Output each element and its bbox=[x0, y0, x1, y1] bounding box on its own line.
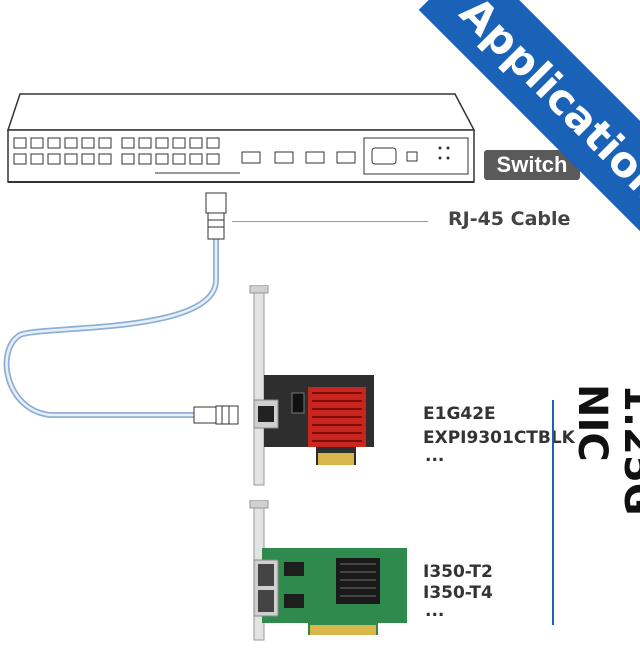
switch-port bbox=[30, 153, 44, 165]
network-switch-icon bbox=[6, 93, 476, 183]
nic-divider bbox=[552, 400, 554, 625]
switch-port bbox=[189, 153, 203, 165]
switch-port bbox=[138, 137, 152, 149]
switch-port bbox=[189, 137, 203, 149]
nic-speed-title: 1.25G NIC bbox=[569, 384, 640, 516]
card1-model-more: ... bbox=[425, 446, 445, 466]
switch-port bbox=[30, 137, 44, 149]
switch-port bbox=[81, 153, 95, 165]
network-card-quad-port-icon bbox=[249, 500, 407, 641]
switch-port bbox=[13, 153, 27, 165]
cable-label: RJ-45 Cable bbox=[448, 208, 571, 230]
switch-port bbox=[121, 137, 135, 149]
switch-port bbox=[47, 137, 61, 149]
switch-port bbox=[206, 137, 220, 149]
switch-port bbox=[138, 153, 152, 165]
switch-port bbox=[155, 137, 169, 149]
switch-port bbox=[13, 137, 27, 149]
card2-model-2: I350-T4 bbox=[423, 583, 493, 603]
switch-port bbox=[155, 153, 169, 165]
switch-port bbox=[81, 137, 95, 149]
rj45-cable-icon bbox=[3, 192, 239, 425]
cable-leader-line bbox=[232, 221, 428, 222]
switch-label: Switch bbox=[484, 150, 580, 180]
switch-port bbox=[64, 153, 78, 165]
card2-model-1: I350-T2 bbox=[423, 562, 493, 582]
card1-model-1: E1G42E bbox=[423, 404, 496, 424]
switch-port bbox=[98, 137, 112, 149]
network-card-single-port-icon bbox=[249, 285, 374, 486]
switch-port bbox=[64, 137, 78, 149]
switch-port bbox=[121, 153, 135, 165]
switch-port bbox=[98, 153, 112, 165]
switch-port bbox=[172, 137, 186, 149]
card2-model-more: ... bbox=[425, 601, 445, 621]
switch-port bbox=[172, 153, 186, 165]
rj45-plug-icon bbox=[205, 192, 227, 240]
card1-model-2: EXPI9301CTBLK bbox=[423, 428, 575, 448]
switch-port bbox=[206, 153, 220, 165]
switch-port bbox=[47, 153, 61, 165]
